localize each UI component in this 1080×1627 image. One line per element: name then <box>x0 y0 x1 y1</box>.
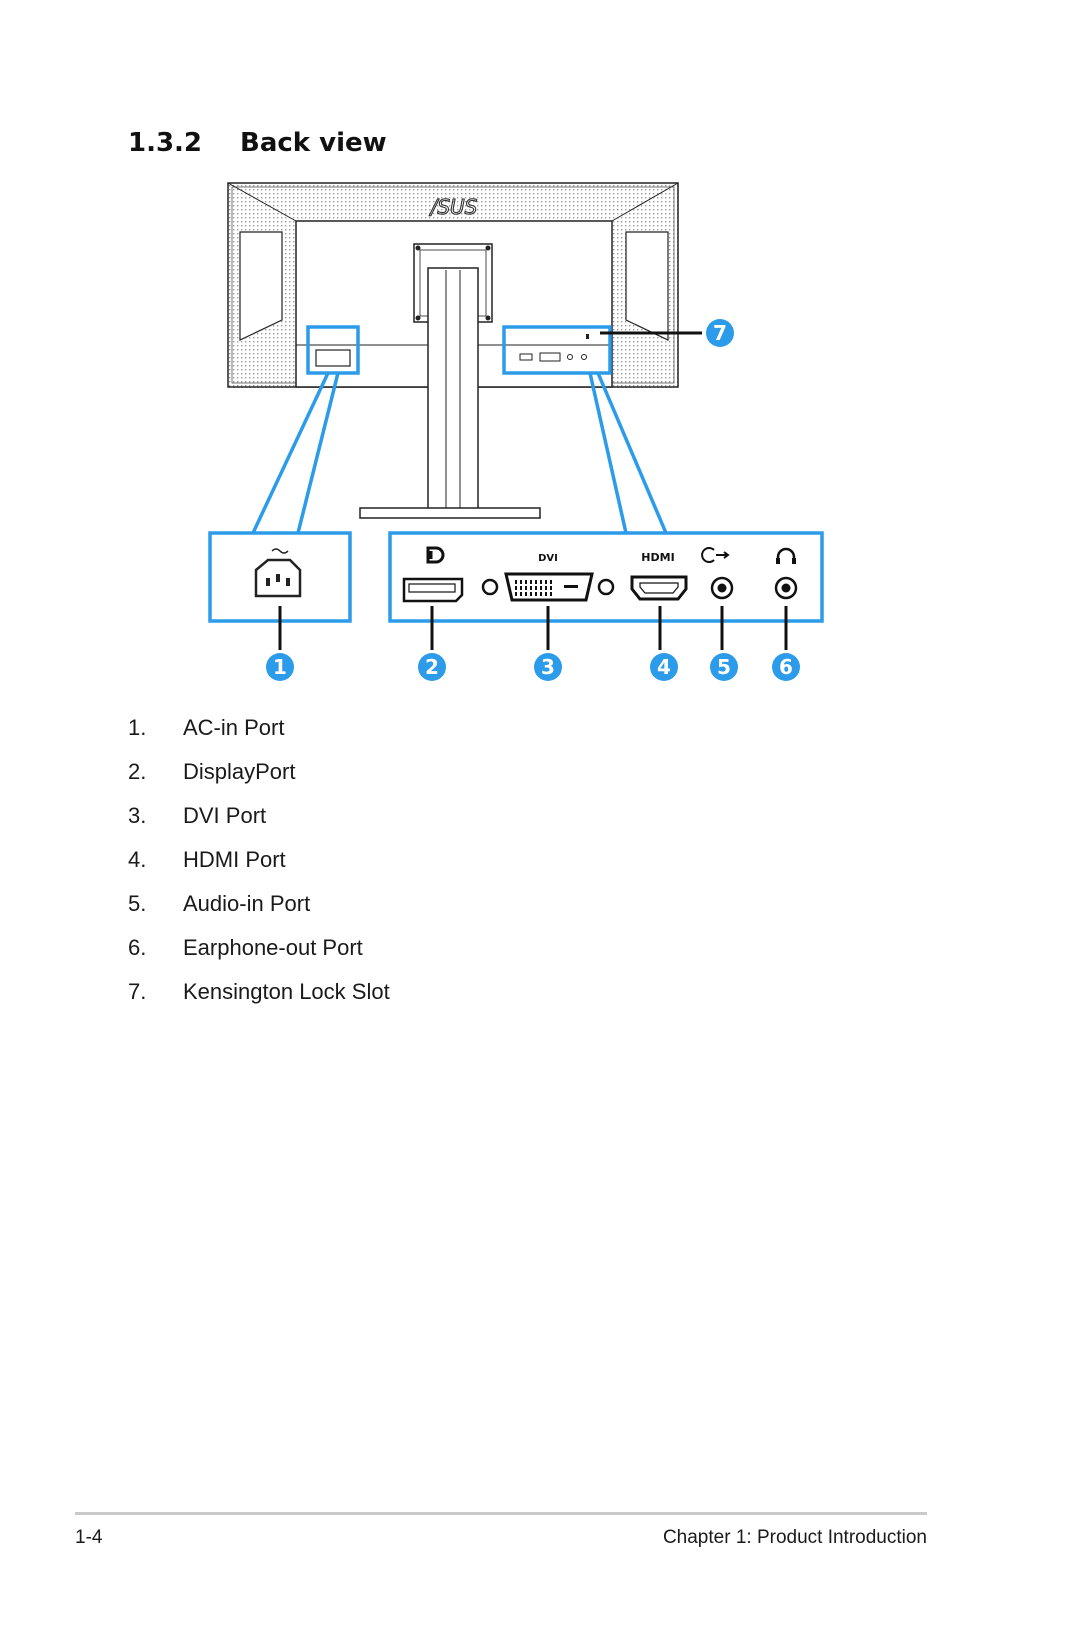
callout-3: 3 <box>534 653 562 681</box>
dvi-label: DVI <box>538 553 558 564</box>
list-item: 4.HDMI Port <box>128 847 286 872</box>
port-list: 1.AC-in Port 2.DisplayPort 3.DVI Port 4.… <box>128 716 390 1024</box>
callout-2: 2 <box>418 653 446 681</box>
highlight-box-ports <box>502 325 612 375</box>
dvi-connector-icon: DVI <box>481 553 615 602</box>
callout-6: 6 <box>772 653 800 681</box>
callout-1: 1 <box>266 653 294 681</box>
chapter-title: Chapter 1: Product Introduction <box>662 1527 927 1548</box>
svg-text:2: 2 <box>425 655 439 679</box>
svg-text:6: 6 <box>779 655 793 679</box>
hdmi-label: HDMI <box>641 551 674 564</box>
page-number: 1-4 <box>75 1527 103 1548</box>
list-item: 5.Audio-in Port <box>128 891 311 916</box>
svg-text:3: 3 <box>541 655 555 679</box>
list-item: 1.AC-in Port <box>128 715 285 740</box>
callout-7: 7 <box>706 319 734 347</box>
section-title: Back view <box>240 128 387 158</box>
enlarged-ports-panel <box>388 531 824 623</box>
list-item: 2.DisplayPort <box>128 759 296 784</box>
svg-text:5: 5 <box>717 655 731 679</box>
svg-text:7: 7 <box>713 321 727 345</box>
callout-markers: 1 2 3 4 5 6 7 <box>266 319 800 681</box>
monitor-ports-strip <box>519 334 589 362</box>
callout-4: 4 <box>650 653 678 681</box>
kensington-lock-icon <box>586 334 589 339</box>
back-view-diagram: /SUS DVI <box>208 182 824 681</box>
list-item: 7.Kensington Lock Slot <box>128 979 390 1004</box>
callout-funnels <box>251 372 668 534</box>
footer-divider <box>75 1512 927 1515</box>
headphone-icon <box>774 547 798 600</box>
asus-logo: /SUS <box>429 195 478 219</box>
list-item: 6.Earphone-out Port <box>128 935 363 960</box>
svg-text:4: 4 <box>657 655 671 679</box>
list-item: 3.DVI Port <box>128 803 267 828</box>
monitor-stand <box>359 243 541 519</box>
svg-text:1: 1 <box>273 655 287 679</box>
leader-lines <box>278 331 788 650</box>
section-heading: 1.3.2 Back view <box>128 128 387 158</box>
highlight-box-power <box>306 325 360 375</box>
section-number: 1.3.2 <box>128 128 203 158</box>
ac-power-socket-icon <box>254 548 302 598</box>
callout-5: 5 <box>710 653 738 681</box>
hdmi-connector-icon: HDMI <box>630 551 688 601</box>
audio-in-icon <box>701 547 734 600</box>
displayport-icon <box>402 546 464 603</box>
